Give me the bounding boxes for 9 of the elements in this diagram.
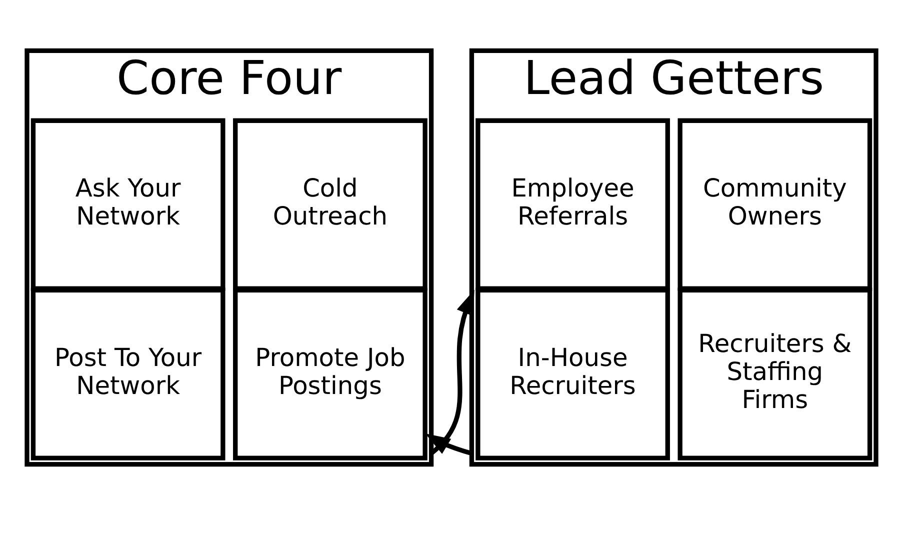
node-box: Cold Outreach xyxy=(233,118,428,290)
node-box: Ask Your Network xyxy=(30,118,226,290)
node-box: Community Owners xyxy=(678,118,872,290)
node-box: Employee Referrals xyxy=(476,118,670,290)
arrow xyxy=(425,433,472,456)
node-box: Promote Job Postings xyxy=(233,287,428,460)
node-box: Post To Your Network xyxy=(30,287,226,460)
node-box: In-House Recruiters xyxy=(476,287,670,460)
node-box: Recruiters & Staffing Firms xyxy=(678,287,872,460)
